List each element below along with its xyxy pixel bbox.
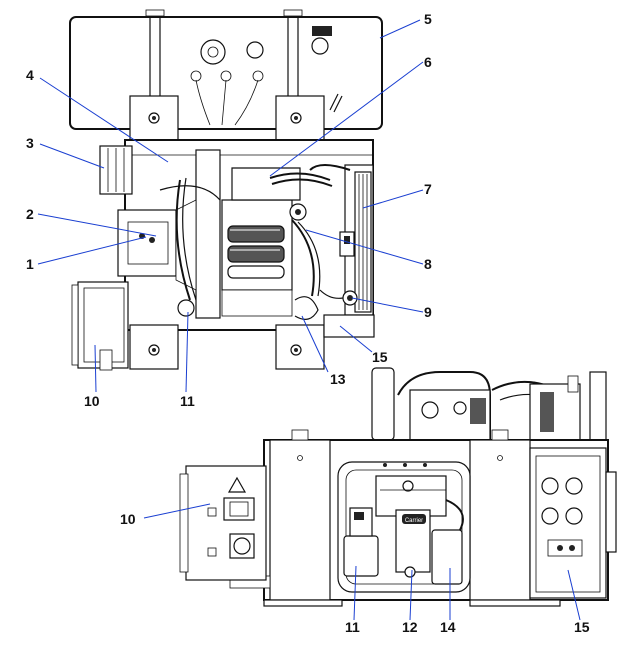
mount-brackets-upper bbox=[129, 95, 325, 141]
starter-motor bbox=[431, 499, 464, 585]
side-engine-top bbox=[371, 367, 607, 443]
callout-14: 14 bbox=[440, 619, 456, 635]
callout-1: 1 bbox=[26, 256, 34, 272]
control-box-top bbox=[71, 281, 129, 371]
engine-block bbox=[159, 164, 355, 317]
callout-3: 3 bbox=[26, 135, 34, 151]
callout-2: 2 bbox=[26, 206, 34, 222]
fuel-tank bbox=[69, 9, 383, 130]
control-box-side bbox=[179, 465, 267, 581]
callout-11-top: 11 bbox=[180, 393, 195, 409]
callout-9: 9 bbox=[424, 304, 432, 320]
fuel-filter bbox=[177, 296, 319, 320]
callout-8: 8 bbox=[424, 256, 432, 272]
callout-labels: 5 6 4 3 7 2 1 8 9 15 13 10 11 10 11 12 1… bbox=[26, 11, 590, 635]
mount-brackets-lower bbox=[129, 314, 375, 370]
fuel-injection-pump: Carrier bbox=[375, 475, 447, 578]
leader-lines bbox=[37, 19, 581, 621]
control-panel-side bbox=[529, 447, 617, 599]
brand-plate bbox=[402, 514, 426, 524]
callout-6: 6 bbox=[424, 54, 432, 70]
callout-4: 4 bbox=[26, 67, 34, 83]
callout-12: 12 bbox=[402, 619, 418, 635]
fuel-water-separator bbox=[343, 507, 379, 577]
callout-10-top: 10 bbox=[84, 393, 100, 409]
side-view: Carrier bbox=[179, 367, 617, 607]
callout-7: 7 bbox=[424, 181, 432, 197]
callout-10-side: 10 bbox=[120, 511, 136, 527]
warning-triangle-icon bbox=[227, 476, 247, 493]
callout-13: 13 bbox=[330, 371, 346, 387]
callout-11-side: 11 bbox=[345, 619, 360, 635]
callout-15-side: 15 bbox=[574, 619, 590, 635]
air-filter bbox=[99, 145, 133, 195]
callout-15-top: 15 bbox=[372, 349, 388, 365]
fuel-cap-icon bbox=[312, 26, 332, 36]
radiator bbox=[354, 171, 372, 313]
top-view bbox=[69, 9, 383, 371]
power-socket-icon bbox=[233, 537, 251, 555]
oil-filter bbox=[319, 289, 358, 306]
generator-end bbox=[117, 199, 197, 291]
brand-plate-text: Carrier bbox=[405, 518, 423, 524]
callout-5: 5 bbox=[424, 11, 432, 27]
